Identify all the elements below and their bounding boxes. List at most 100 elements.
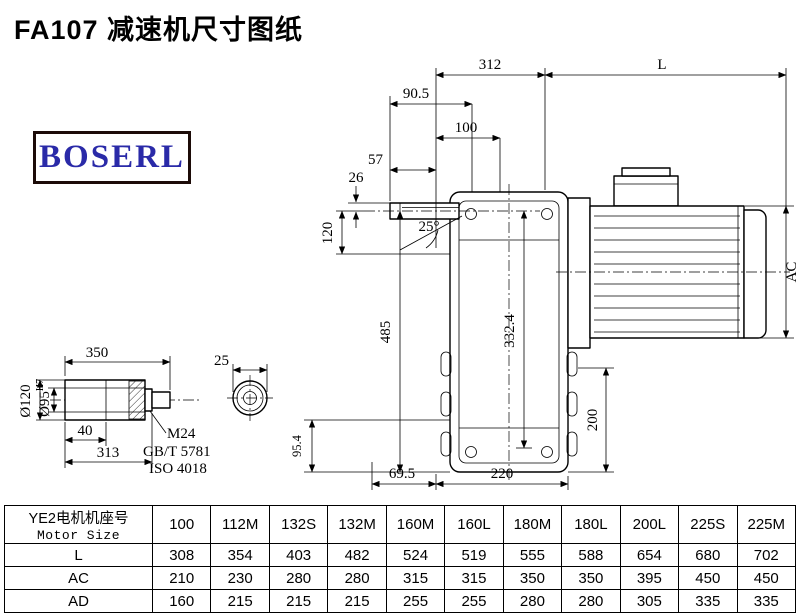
column-header: 112M (210, 505, 270, 544)
table-cell: 215 (327, 589, 387, 613)
table-cell: 280 (268, 566, 329, 590)
table-cell: 403 (268, 543, 329, 567)
column-header: 180M (502, 505, 563, 544)
table-cell: 555 (502, 543, 563, 567)
table-cell: 255 (444, 589, 504, 613)
output-shaft (364, 202, 540, 220)
motor-fins (594, 215, 740, 333)
header-motor-size: YE2电机机座号 Motor Size (4, 505, 153, 544)
motor-flange (567, 197, 591, 349)
column-header: 132M (327, 505, 387, 544)
dim-angle-25deg: 25° (419, 219, 440, 235)
column-header: 100 (151, 505, 212, 544)
technical-drawing: 25° (18, 57, 800, 490)
table-cell: 450 (678, 566, 738, 590)
angle-annotation: 25° (399, 215, 463, 251)
column-header: 160M (385, 505, 446, 544)
row-label: AD (4, 589, 153, 613)
dim-220: 220 (491, 466, 514, 482)
dim-120: 120 (320, 222, 336, 245)
table-cell: 702 (736, 543, 797, 567)
hub-section (128, 380, 146, 420)
dim-AC: AC (784, 262, 800, 283)
dim-90-5: 90.5 (403, 86, 429, 102)
bolt-head (151, 391, 171, 409)
shaft-detail-view: 350 40 313 Ø120 Ø95 H7 M24 GB/T 5781 ISO… (18, 345, 211, 477)
dim-phi95-tolerance: H7 (35, 379, 46, 391)
table-cell: 255 (385, 589, 446, 613)
dim-26: 26 (349, 170, 365, 186)
dim-312: 312 (479, 57, 502, 73)
dim-100: 100 (455, 120, 478, 136)
table-cell: 280 (561, 589, 621, 613)
column-header: 225S (678, 505, 738, 544)
main-dimensions: 312 L 90.5 100 57 26 120 485 332.4 AC 20… (290, 57, 800, 490)
column-header: 180L (561, 505, 621, 544)
table-cell: 215 (210, 589, 270, 613)
table-cell: 215 (268, 589, 329, 613)
logo-text: BOSERL (39, 139, 185, 175)
table-cell: 280 (327, 566, 387, 590)
table-cell: 395 (619, 566, 680, 590)
dim-485: 485 (378, 321, 394, 344)
table-cell: 230 (210, 566, 270, 590)
dim-332-4: 332.4 (502, 314, 518, 348)
table-cell: 450 (736, 566, 797, 590)
row-label: AC (4, 566, 153, 590)
dim-40: 40 (78, 423, 93, 439)
table-cell: 280 (502, 589, 563, 613)
table-cell: 210 (151, 566, 212, 590)
fan-cowl (743, 209, 767, 339)
column-header: 132S (268, 505, 329, 544)
note-m24: M24 (167, 426, 196, 442)
note-gbt-5781: GB/T 5781 (143, 444, 211, 460)
table-cell: 315 (444, 566, 504, 590)
table-cell: 482 (327, 543, 387, 567)
column-header: 160L (444, 505, 504, 544)
dim-350: 350 (86, 345, 109, 361)
dim-69-5: 69.5 (389, 466, 415, 482)
column-header: 200L (619, 505, 680, 544)
column-header: 225M (736, 505, 797, 544)
table-cell: 354 (210, 543, 270, 567)
table-cell: 588 (561, 543, 621, 567)
table-cell: 350 (502, 566, 563, 590)
dim-95-4: 95.4 (290, 434, 304, 457)
page-title: FA107 减速机尺寸图纸 (14, 15, 304, 45)
dim-25: 25 (214, 353, 229, 369)
dim-313: 313 (97, 445, 120, 461)
header-cn: YE2电机机座号 (28, 510, 129, 527)
table-cell: 350 (561, 566, 621, 590)
dim-L: L (657, 57, 666, 73)
table-cell: 524 (385, 543, 446, 567)
table-cell: 308 (151, 543, 212, 567)
washer (144, 388, 153, 412)
dim-phi95: Ø95 (37, 391, 53, 417)
motor (556, 167, 790, 349)
table-cell: 160 (151, 589, 212, 613)
dim-200: 200 (585, 409, 601, 432)
dim-57: 57 (368, 152, 384, 168)
dim-phi120: Ø120 (18, 384, 34, 417)
table-cell: 680 (678, 543, 738, 567)
gearbox-body (440, 184, 578, 482)
shaft-end-view: 25 (214, 353, 273, 421)
leader-line (149, 410, 167, 434)
note-iso-4018: ISO 4018 (149, 461, 207, 477)
table-cell: 519 (444, 543, 504, 567)
terminal-box (613, 175, 679, 207)
table-cell: 335 (736, 589, 797, 613)
header-en: Motor Size (36, 527, 120, 543)
table-cell: 315 (385, 566, 446, 590)
boserl-logo: BOSERL (33, 131, 191, 184)
row-label: L (4, 543, 153, 567)
table-cell: 305 (619, 589, 680, 613)
table-cell: 335 (678, 589, 738, 613)
table-cell: 654 (619, 543, 680, 567)
